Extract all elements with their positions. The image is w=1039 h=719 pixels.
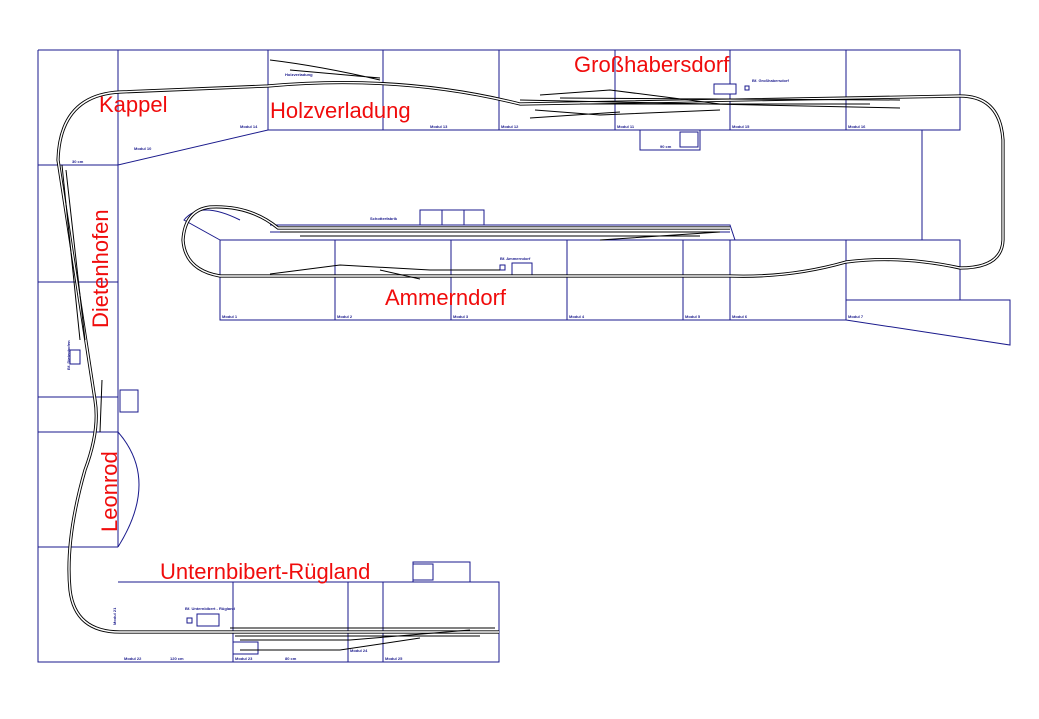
station-ammerndorf: Ammerndorf [385, 285, 507, 310]
module-label: Modul 10 [134, 146, 152, 151]
station-grosshabersdorf: Großhabersdorf [574, 52, 730, 77]
label-bf-ammerndorf: Bf. Ammerndorf [500, 256, 531, 261]
module-label: Modul 3 [453, 314, 469, 319]
module-label: Modul 13 [430, 124, 448, 129]
station-kappel: Kappel [99, 92, 168, 117]
label-schotterfabrik: Schotterfabrik [370, 216, 398, 221]
module-label: Modul 24 [350, 648, 368, 653]
station-leonrod: Leonrod [97, 451, 122, 532]
small-labels: Bf. Großhabersdorf Bf. Ammerndorf Bf. Un… [66, 72, 866, 661]
module-label: Modul 12 [501, 124, 519, 129]
module-label: Modul 11 [617, 124, 635, 129]
tracks [56, 59, 1005, 651]
module-label: Modul 5 [685, 314, 701, 319]
label-holzverladung: Holzverladung [285, 72, 313, 77]
label-bf-grosshabersdorf: Bf. Großhabersdorf [752, 78, 790, 83]
module-label: Modul 14 [240, 124, 258, 129]
length-label: 90 cm [660, 144, 672, 149]
module-label: Modul 1 [222, 314, 238, 319]
module-label: Modul 4 [569, 314, 585, 319]
buildings [69, 83, 750, 655]
module-label: Modul 2 [337, 314, 353, 319]
module-label: Modul 6 [732, 314, 748, 319]
label-bf-dietenhofen: Bf. Dietenhofen [66, 340, 71, 370]
module-label: Modul 16 [848, 124, 866, 129]
module-label: Modul 23 [235, 656, 253, 661]
length-label: 80 cm [285, 656, 297, 661]
station-holzverladung: Holzverladung [270, 98, 411, 123]
station-unternbibert: Unternbibert-Rügland [160, 559, 370, 584]
station-dietenhofen: Dietenhofen [88, 209, 113, 328]
module-label: Modul 7 [848, 314, 864, 319]
module-label: Modul 15 [732, 124, 750, 129]
station-labels: Kappel Holzverladung Großhabersdorf Diet… [88, 52, 730, 584]
length-label: 120 cm [170, 656, 184, 661]
module-label: Modul 21 [112, 607, 117, 625]
module-label: Modul 22 [124, 656, 142, 661]
module-label: Modul 25 [385, 656, 403, 661]
label-bf-unternbibert: Bf. Unternbibert - Rügland [185, 606, 236, 611]
length-label: 30 cm [72, 159, 84, 164]
